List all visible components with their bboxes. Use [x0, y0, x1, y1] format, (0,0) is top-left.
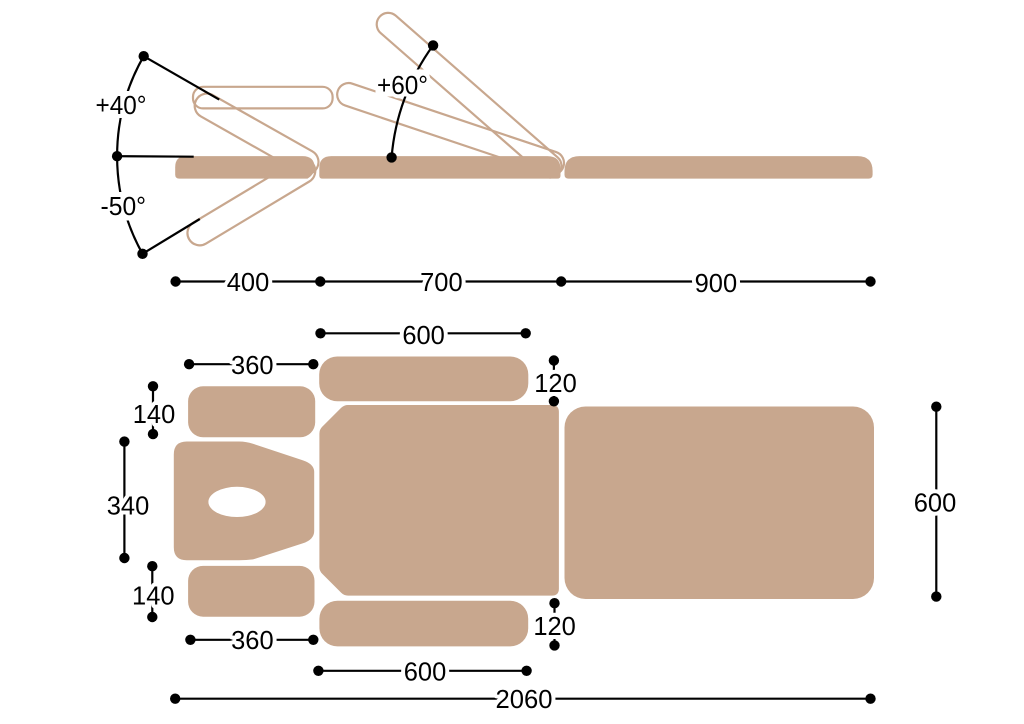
svg-text:-50°: -50°: [101, 191, 147, 221]
svg-text:140: 140: [132, 581, 175, 611]
svg-text:400: 400: [227, 267, 270, 297]
svg-text:600: 600: [402, 320, 445, 350]
svg-text:600: 600: [914, 488, 957, 518]
svg-text:360: 360: [231, 350, 274, 380]
svg-text:360: 360: [231, 625, 274, 655]
svg-text:120: 120: [533, 611, 576, 641]
svg-text:2060: 2060: [496, 684, 553, 714]
svg-text:700: 700: [420, 267, 463, 297]
svg-text:600: 600: [404, 657, 447, 687]
svg-text:900: 900: [695, 268, 738, 298]
svg-text:140: 140: [133, 399, 176, 429]
svg-text:120: 120: [534, 368, 577, 398]
svg-text:+60°: +60°: [377, 70, 428, 100]
svg-text:+40°: +40°: [96, 90, 147, 120]
svg-text:340: 340: [107, 491, 150, 521]
